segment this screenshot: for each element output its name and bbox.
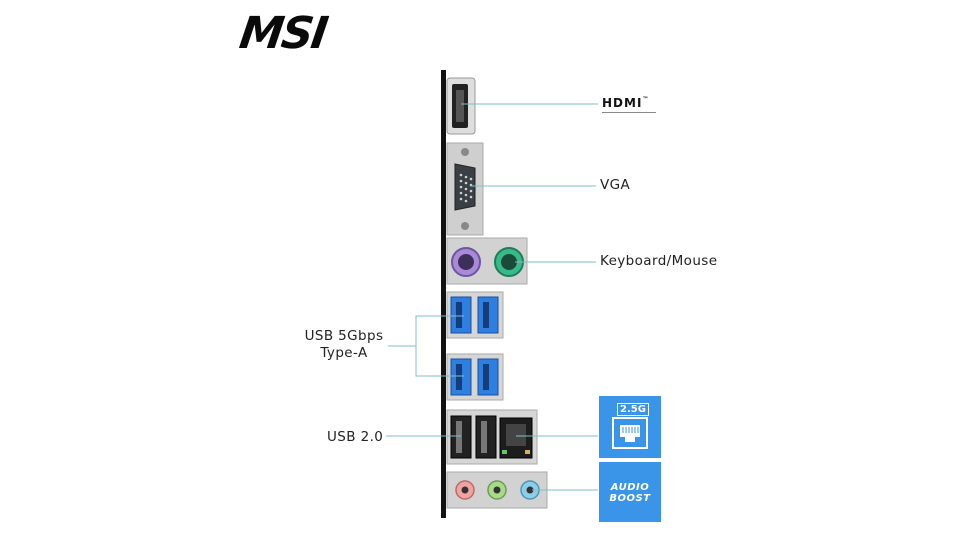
usb5-label: USB 5Gbps Type-A [290, 328, 398, 362]
usb2-label: USB 2.0 [327, 429, 384, 445]
keyboard-mouse-label: Keyboard/Mouse [600, 253, 718, 269]
vga-label: VGA [600, 177, 631, 193]
callout-lines [386, 103, 598, 491]
audio-boost-badge: AUDIO BOOST [599, 462, 661, 522]
hdmi-port [446, 77, 476, 135]
audio-boost-line2: BOOST [609, 493, 651, 504]
ps2-port [446, 237, 528, 285]
usb5-label-line1: USB 5Gbps [304, 328, 384, 344]
io-shield-edge [441, 70, 446, 518]
usb5-label-line2: Type-A [320, 345, 368, 361]
hdmi-logo-text: HDMI [602, 96, 643, 110]
audio-boost-line1: AUDIO [610, 482, 650, 493]
usb5-callout-bracket [388, 315, 464, 377]
usb5-port-pair-top [446, 291, 504, 339]
audio-boost-text: AUDIO BOOST [599, 482, 661, 504]
audio-jacks [446, 471, 548, 509]
hdmi-logo-tagline-bar [602, 112, 656, 113]
vga-port [446, 142, 484, 236]
msi-logo: MSI [236, 8, 330, 59]
usb2-lan-block [446, 409, 538, 465]
lan-2-5g-badge: 2.5G [599, 396, 661, 458]
hdmi-trademark: ™ [642, 96, 650, 103]
usb5-port-pair-bottom [446, 353, 504, 401]
hdmi-logo: HDMI™ [602, 96, 656, 113]
ethernet-port-icon [612, 417, 648, 449]
lan-speed-text: 2.5G [617, 403, 649, 416]
